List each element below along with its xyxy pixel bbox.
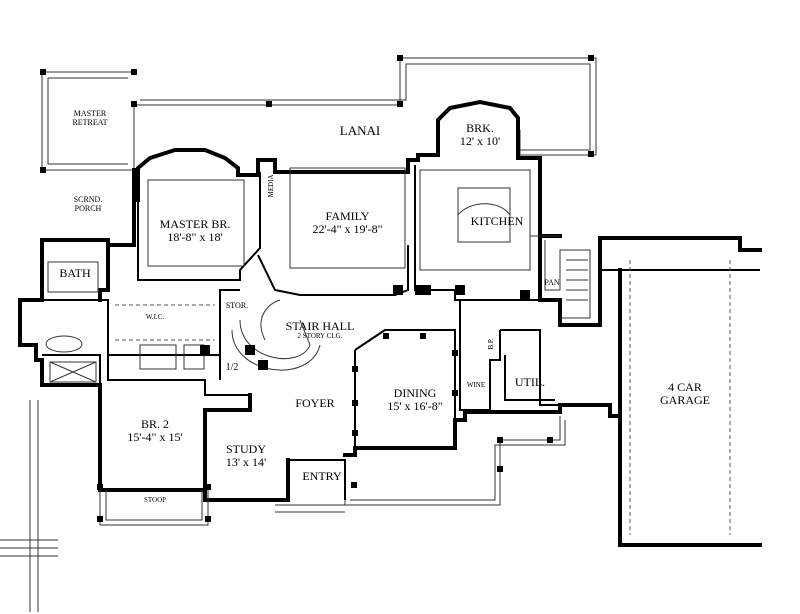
front-posts [97,437,553,522]
stair-hall-subtitle: 2 STORY CLG. [297,332,343,341]
stair-hall-label: STAIR HALL [285,319,355,333]
garage-line2: GARAGE [660,393,710,408]
room-media: MEDIA [267,166,276,206]
scrnd-porch-line1: SCRND. [73,195,103,204]
detail-lines [45,167,731,535]
br2-label: BR. 2 [140,417,169,431]
room-half-bath: 1/2 [222,362,242,373]
room-util: UTIL. [510,375,550,389]
room-family: FAMILY 22'-4" x 19'-8" [295,209,400,237]
study-dimensions: 13' x 14' [225,455,267,470]
media-label: MEDIA [267,174,276,198]
stor-label: STOR. [225,301,249,310]
entry-label: ENTRY [302,469,342,483]
lanai-label: LANAI [339,123,381,138]
room-bath: BATH [52,266,98,280]
foyer-label: FOYER [295,396,335,410]
room-entry: ENTRY [292,469,352,483]
wine-label: WINE [466,381,486,389]
master-retreat-line1: MASTER [73,109,107,118]
lanai-outline [41,57,597,171]
room-br2: BR. 2 15'-4" x 15' [115,417,195,445]
dining-dimensions: 15' x 16'-8" [387,399,443,414]
master-retreat-line2: RETREAT [72,117,108,127]
room-lanai: LANAI [320,123,400,138]
room-wic: W.I.C. [140,313,170,322]
lanai-posts [40,55,594,173]
dining-label: DINING [393,386,437,400]
room-stair-hall: STAIR HALL 2 STORY CLG. [280,319,360,341]
room-garage: 4 CAR GARAGE [650,380,720,408]
room-study: STUDY 13' x 14' [216,442,276,470]
room-pan: PAN [540,278,564,288]
bath-label: BATH [59,266,91,280]
wic-label: W.I.C. [145,313,165,321]
master-br-dimensions: 18'-8" x 18' [167,230,223,245]
stoop-label: STOOP [143,496,167,504]
brk-label: BRK. [466,121,494,135]
room-kitchen: KITCHEN [462,214,532,228]
brk-dimensions: 12' x 10' [459,134,501,149]
room-foyer: FOYER [285,396,345,410]
br2-dimensions: 15'-4" x 15' [127,430,183,445]
room-stor: STOR. [222,301,252,311]
room-bp: B.P. [487,334,496,354]
util-label: UTIL. [514,375,546,389]
kitchen-label: KITCHEN [470,214,524,228]
bp-label: B.P. [487,338,496,350]
room-master-br: MASTER BR. 18'-8" x 18' [150,217,240,245]
family-label: FAMILY [325,209,370,223]
corner-marks [0,400,58,612]
room-scrnd-porch: SCRND. PORCH [58,195,118,214]
garage-line1: 4 CAR [668,380,702,394]
column-posts [200,285,530,436]
room-brk: BRK. 12' x 10' [445,121,515,149]
room-stoop: STOOP [135,496,175,505]
study-label: STUDY [225,442,266,456]
master-br-label: MASTER BR. [159,217,231,231]
family-dimensions: 22'-4" x 19'-8" [312,222,383,237]
room-master-retreat: MASTER RETREAT [60,109,120,128]
room-dining: DINING 15' x 16'-8" [375,386,455,414]
half-bath-label: 1/2 [225,362,239,373]
front-porch-outline [99,416,566,526]
pan-label: PAN [544,278,560,287]
scrnd-porch-line2: PORCH [74,203,102,213]
room-wine: WINE [462,381,490,390]
